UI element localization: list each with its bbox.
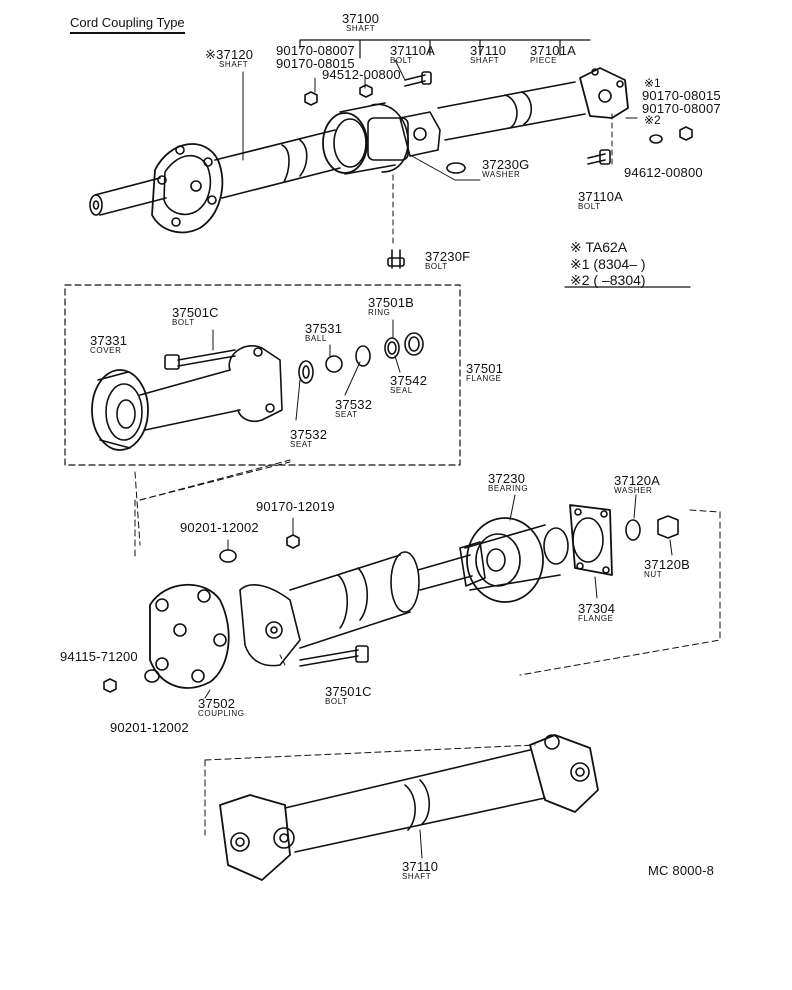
- label-90201-12002-b: 90201-12002: [110, 720, 189, 735]
- label-37110A-top: 37110A BOLT: [390, 43, 436, 65]
- legend-note2: ※2 ( –8304): [570, 272, 646, 288]
- label-90170-08007-b: 90170-08007: [642, 101, 721, 116]
- label-37502: 37502 COUPLING: [198, 696, 245, 718]
- middle-exploded-assembly: [103, 461, 721, 699]
- label-mark2: ※2: [644, 113, 661, 127]
- legend-note1: ※1 (8304– ): [570, 256, 646, 272]
- label-37101A: 37101A PIECE: [530, 43, 577, 65]
- bottom-shaft-assembly: [204, 734, 599, 881]
- label-94512-00800-a: 94512-00800: [322, 67, 401, 82]
- label-37331: 37331 COVER: [90, 333, 128, 355]
- label-37304: 37304 FLANGE: [578, 601, 616, 623]
- footer-code: MC 8000-8: [648, 863, 715, 878]
- label-90170-08007-a: 90170-08007: [276, 43, 355, 58]
- label-37230G: 37230G WASHER: [482, 157, 530, 179]
- label-37542: 37542 SEAL: [390, 373, 428, 395]
- label-90201-12002-a: 90201-12002: [180, 520, 259, 535]
- label-37501: 37501 FLANGE: [466, 361, 504, 383]
- legend-model: ※ TA62A: [570, 239, 628, 255]
- label-37230F: 37230F BOLT: [425, 249, 471, 271]
- label-mark1: ※1: [644, 76, 661, 90]
- diagram-title: Cord Coupling Type: [70, 16, 185, 34]
- label-90170-08015-b: 90170-08015: [642, 88, 721, 103]
- label-37531: 37531 BALL: [305, 321, 343, 343]
- label-90170-12019: 90170-12019: [256, 499, 335, 514]
- label-37501C-b: 37501C BOLT: [325, 684, 372, 706]
- label-94612-00800: 94612-00800: [624, 165, 703, 180]
- label-37110-bottom: 37110 SHAFT: [402, 859, 439, 881]
- label-37120B: 37120B NUT: [644, 557, 691, 579]
- label-37110A-bottom: 37110A BOLT: [578, 189, 624, 211]
- label-37110-top: 37110 SHAFT: [470, 43, 507, 65]
- label-90170-08015-a: 90170-08015: [276, 56, 355, 71]
- label-37532-a: 37532 SEAT: [335, 397, 373, 419]
- label-37120A: 37120A WASHER: [614, 473, 661, 495]
- top-shaft-assembly: [89, 39, 693, 269]
- label-94115-71200: 94115-71200: [60, 649, 138, 664]
- label-37230: 37230 BEARING: [488, 471, 529, 493]
- label-37120: ※37120 SHAFT: [205, 47, 254, 69]
- label-37501B: 37501B RING: [368, 295, 415, 317]
- label-37501C-a: 37501C BOLT: [172, 305, 219, 327]
- label-37532-b: 37532 SEAT: [290, 427, 328, 449]
- label-37100: 37100 SHAFT: [342, 11, 380, 33]
